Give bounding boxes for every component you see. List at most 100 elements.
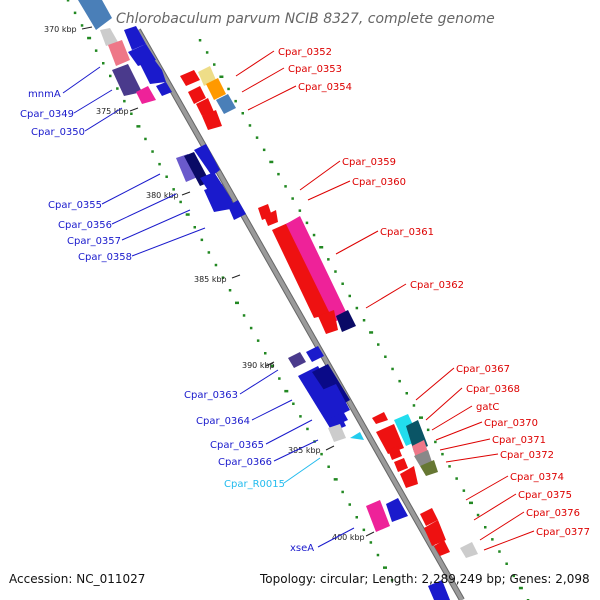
gene-label-cpar-0356[interactable]: Cpar_0356 <box>58 220 112 231</box>
gc-dot <box>377 343 380 346</box>
gene-label-cpar-0377[interactable]: Cpar_0377 <box>536 527 590 538</box>
gene-label-cpar-0368[interactable]: Cpar_0368 <box>466 384 520 395</box>
gc-dot <box>369 331 374 334</box>
gc-dot <box>80 24 84 27</box>
gene-arrow <box>388 446 402 460</box>
gene-label-cpar-0354[interactable]: Cpar_0354 <box>298 82 352 93</box>
gene-arrow <box>434 540 450 556</box>
gene-label-mnmA[interactable]: mnmA <box>28 89 61 100</box>
gc-dot <box>269 160 274 164</box>
gc-dot <box>198 39 202 42</box>
map-title: Chlorobaculum parvum NCIB 8327, complete… <box>116 11 495 27</box>
gc-dot <box>249 326 253 330</box>
gc-dot <box>284 389 289 393</box>
rna-arrow <box>350 432 364 440</box>
gc-dot <box>362 528 366 532</box>
gene-label-cpar-0366[interactable]: Cpar_0366 <box>218 457 272 468</box>
forward-leader-lines <box>235 50 535 551</box>
gene-label-cpar-0364[interactable]: Cpar_0364 <box>196 416 250 427</box>
gc-dot <box>158 162 161 166</box>
gc-dot <box>136 125 141 128</box>
genome-summary-text: Topology: circular; Length: 2,289,249 bp… <box>260 572 590 586</box>
gene-label-xseA[interactable]: xseA <box>290 543 314 554</box>
gc-dot <box>242 314 246 317</box>
gc-dot <box>512 574 515 578</box>
gene-label-cpar-0350[interactable]: Cpar_0350 <box>31 127 85 138</box>
gc-dot <box>341 282 344 285</box>
gc-dot <box>102 62 105 65</box>
gene-label-cpar-0355[interactable]: Cpar_0355 <box>48 200 102 211</box>
gene-arrow <box>202 110 222 130</box>
gc-dot <box>434 440 437 444</box>
gene-arrow <box>216 94 236 114</box>
gc-dot <box>327 258 330 261</box>
gene-arrow <box>264 210 278 226</box>
scale-tick-labels: 370 kbp 375 kbp 380 kbp 385 kbp 390 kbp … <box>44 25 365 542</box>
gene-label-cpar-0357[interactable]: Cpar_0357 <box>67 236 121 247</box>
gene-arrow <box>372 412 388 424</box>
gc-dot <box>334 270 337 273</box>
gene-label-cpar-0352[interactable]: Cpar_0352 <box>278 47 332 58</box>
gc-dot <box>348 503 351 506</box>
gene-label-cpar-0358[interactable]: Cpar_0358 <box>78 252 132 263</box>
gc-dot <box>256 339 260 342</box>
reverse-gene-labels: mnmA Cpar_0349 Cpar_0350 Cpar_0355 Cpar_… <box>20 89 314 554</box>
gc-dot <box>448 465 451 468</box>
gc-dot <box>312 233 316 237</box>
gene-arrow <box>204 184 236 212</box>
gene-label-cpar-0360[interactable]: Cpar_0360 <box>352 177 406 188</box>
gc-dot <box>320 452 323 456</box>
gene-label-cpar-0363[interactable]: Cpar_0363 <box>184 390 238 401</box>
gc-dot <box>405 392 408 395</box>
gene-arrow <box>206 78 226 100</box>
gene-label-cpar-0376[interactable]: Cpar_0376 <box>526 508 580 519</box>
gc-dot <box>355 516 358 519</box>
gene-arrow <box>176 154 200 182</box>
gc-dot <box>165 175 168 178</box>
gc-dot <box>292 402 295 405</box>
gc-dot <box>355 306 359 310</box>
gc-dot <box>278 377 281 380</box>
gc-dot <box>185 213 190 216</box>
gene-arrow <box>100 28 118 46</box>
scale-ticks <box>81 26 375 537</box>
gc-dot <box>172 188 175 191</box>
gene-label-cpar-0353[interactable]: Cpar_0353 <box>288 64 342 75</box>
gene-arrow <box>306 346 324 362</box>
gene-label-cpar-0375[interactable]: Cpar_0375 <box>518 490 572 501</box>
gc-dot <box>455 477 458 480</box>
gc-dot <box>255 136 259 139</box>
gene-label-cpar-0361[interactable]: Cpar_0361 <box>380 227 434 238</box>
gene-label-cpar-0349[interactable]: Cpar_0349 <box>20 109 74 120</box>
gene-arrow <box>386 498 408 522</box>
gc-dot <box>262 148 266 152</box>
gene-arrow <box>400 466 418 488</box>
gene-label-cpar-r0015[interactable]: Cpar_R0015 <box>224 479 285 490</box>
gene-label-cpar-0362[interactable]: Cpar_0362 <box>410 280 464 291</box>
gc-dot <box>498 550 501 553</box>
gc-dot <box>219 75 224 78</box>
gc-dot <box>207 251 211 254</box>
gc-dot <box>319 246 324 249</box>
gc-dot <box>228 289 232 292</box>
gene-label-cpar-0372[interactable]: Cpar_0372 <box>500 450 554 461</box>
gc-dot <box>213 63 216 66</box>
gc-content-tracks <box>66 0 530 600</box>
gene-label-cpar-0359[interactable]: Cpar_0359 <box>342 157 396 168</box>
gene-arrow <box>424 520 446 546</box>
gene-label-cpar-0374[interactable]: Cpar_0374 <box>510 472 564 483</box>
gene-arrow <box>194 144 220 176</box>
gc-dot <box>476 513 480 517</box>
gc-dot <box>116 87 119 90</box>
gc-dot <box>348 294 351 298</box>
gc-dot <box>484 526 487 529</box>
gene-arrow <box>328 424 346 442</box>
gene-label-cpar-0370[interactable]: Cpar_0370 <box>484 418 538 429</box>
gc-dot <box>491 538 494 541</box>
gene-label-gatC[interactable]: gatC <box>476 402 499 413</box>
gene-label-cpar-0365[interactable]: Cpar_0365 <box>210 440 264 451</box>
gc-dot <box>383 566 387 569</box>
gene-label-cpar-0371[interactable]: Cpar_0371 <box>492 435 546 446</box>
gene-label-cpar-0367[interactable]: Cpar_0367 <box>456 364 510 375</box>
gene-arrow <box>420 460 438 476</box>
